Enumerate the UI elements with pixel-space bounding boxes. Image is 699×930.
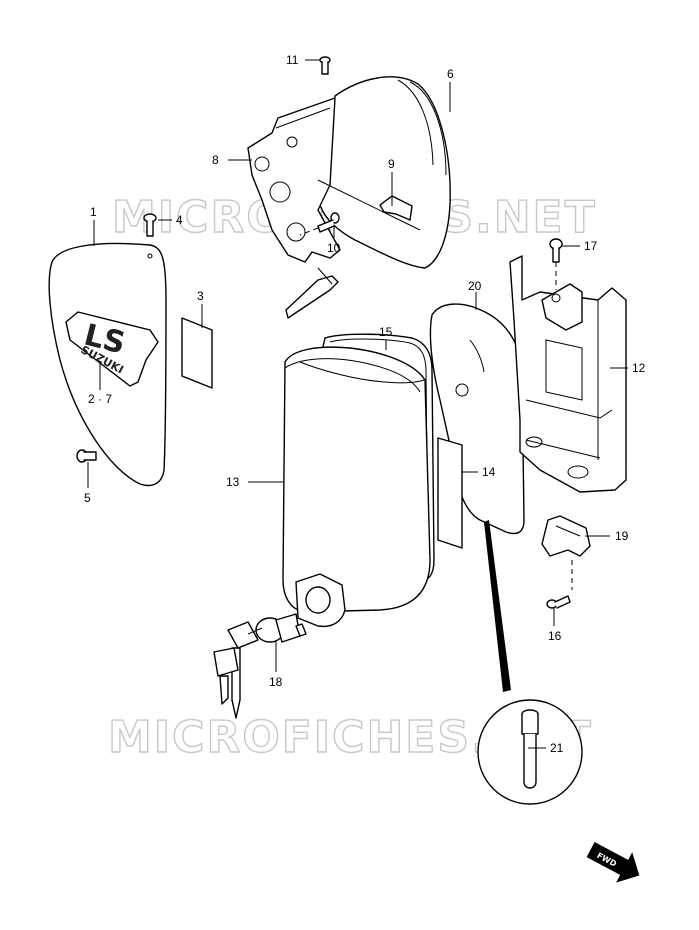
part-21-detail: [477, 520, 583, 805]
part-17-bolt: [549, 238, 563, 263]
callout-15: 15: [379, 325, 393, 339]
callout-9: 9: [388, 157, 395, 171]
part-20-cover: [429, 303, 525, 535]
callout-6: 6: [447, 67, 454, 81]
callout-13: 13: [226, 475, 240, 489]
callout-2-7: 2 · 7: [88, 392, 112, 406]
callout-1: 1: [90, 205, 97, 219]
part-13-toolbox: [282, 346, 431, 613]
part-4-screw: [143, 213, 157, 237]
part-16-bolt: [546, 595, 571, 609]
callout-labels: 1 2 · 7 3 4 5 6 8 9 10 11 12 13 14 15 16…: [84, 53, 646, 755]
part-19-clip: [541, 515, 591, 557]
callout-5: 5: [84, 491, 91, 505]
leader-lines: [87, 59, 628, 749]
part-10-screw: [317, 212, 340, 233]
part-18-lock: [213, 573, 346, 719]
callout-18: 18: [269, 675, 283, 689]
callout-21: 21: [550, 741, 564, 755]
callout-20: 20: [468, 279, 482, 293]
callout-16: 16: [548, 629, 562, 643]
callout-10: 10: [327, 241, 341, 255]
part-5-bolt: [76, 449, 97, 463]
callout-4: 4: [176, 213, 183, 227]
callout-11: 11: [286, 53, 299, 67]
leader-10-dash: [299, 227, 319, 236]
fwd-arrow: FWD: [586, 842, 640, 883]
callout-19: 19: [615, 529, 629, 543]
part-6-cover: [319, 76, 451, 269]
callout-17: 17: [584, 239, 598, 253]
callout-12: 12: [632, 361, 646, 375]
part-12-bracket: [509, 255, 627, 493]
part-1-side-cover: LS SUZUKI: [48, 242, 167, 487]
part-8-bracket: [247, 97, 421, 319]
callout-8: 8: [212, 153, 219, 167]
part-14-pad: [437, 437, 463, 549]
part-3-pad: [181, 317, 213, 389]
callout-14: 14: [482, 465, 496, 479]
part-11-screw: [319, 56, 331, 75]
callout-3: 3: [197, 289, 204, 303]
